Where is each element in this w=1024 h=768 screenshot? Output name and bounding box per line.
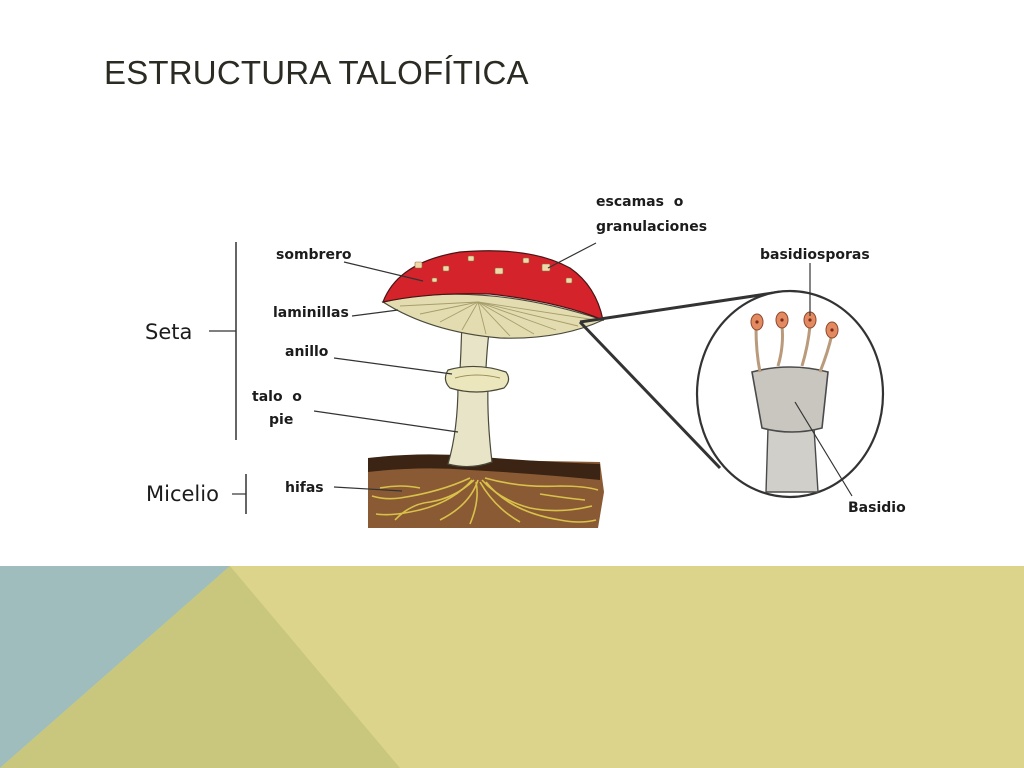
ring-annulus <box>444 365 510 393</box>
hifas-label: hifas <box>285 480 324 496</box>
zoom-line-bottom <box>578 320 722 470</box>
basidio-label: Basidio <box>848 500 906 516</box>
anillo-label: anillo <box>285 344 329 360</box>
sombrero-label: sombrero <box>276 247 352 263</box>
micelio-label: Micelio <box>146 482 219 506</box>
stem-lower <box>447 383 493 468</box>
band-olive-triangle <box>0 566 400 768</box>
slide-title: ESTRUCTURA TALOFÍTICA <box>104 54 529 91</box>
basidiosporas-label: basidiosporas <box>760 247 870 263</box>
talo-label-line1: talo o <box>252 389 302 405</box>
laminillas-label: laminillas <box>273 305 349 321</box>
zoom-line-top <box>579 290 781 324</box>
talo-label-line2: pie <box>269 412 293 428</box>
basidium-stalk <box>765 427 819 493</box>
escamas-label-line1: escamas o <box>596 194 684 210</box>
gill-lines <box>399 301 597 337</box>
hyphae-threads <box>371 477 599 525</box>
seta-label: Seta <box>145 320 192 344</box>
cap-scales <box>414 255 573 284</box>
footer-band <box>0 566 1024 768</box>
escamas-label-line2: granulaciones <box>596 219 707 235</box>
basidium-cell <box>751 366 829 433</box>
soil-top-dark <box>368 454 600 480</box>
